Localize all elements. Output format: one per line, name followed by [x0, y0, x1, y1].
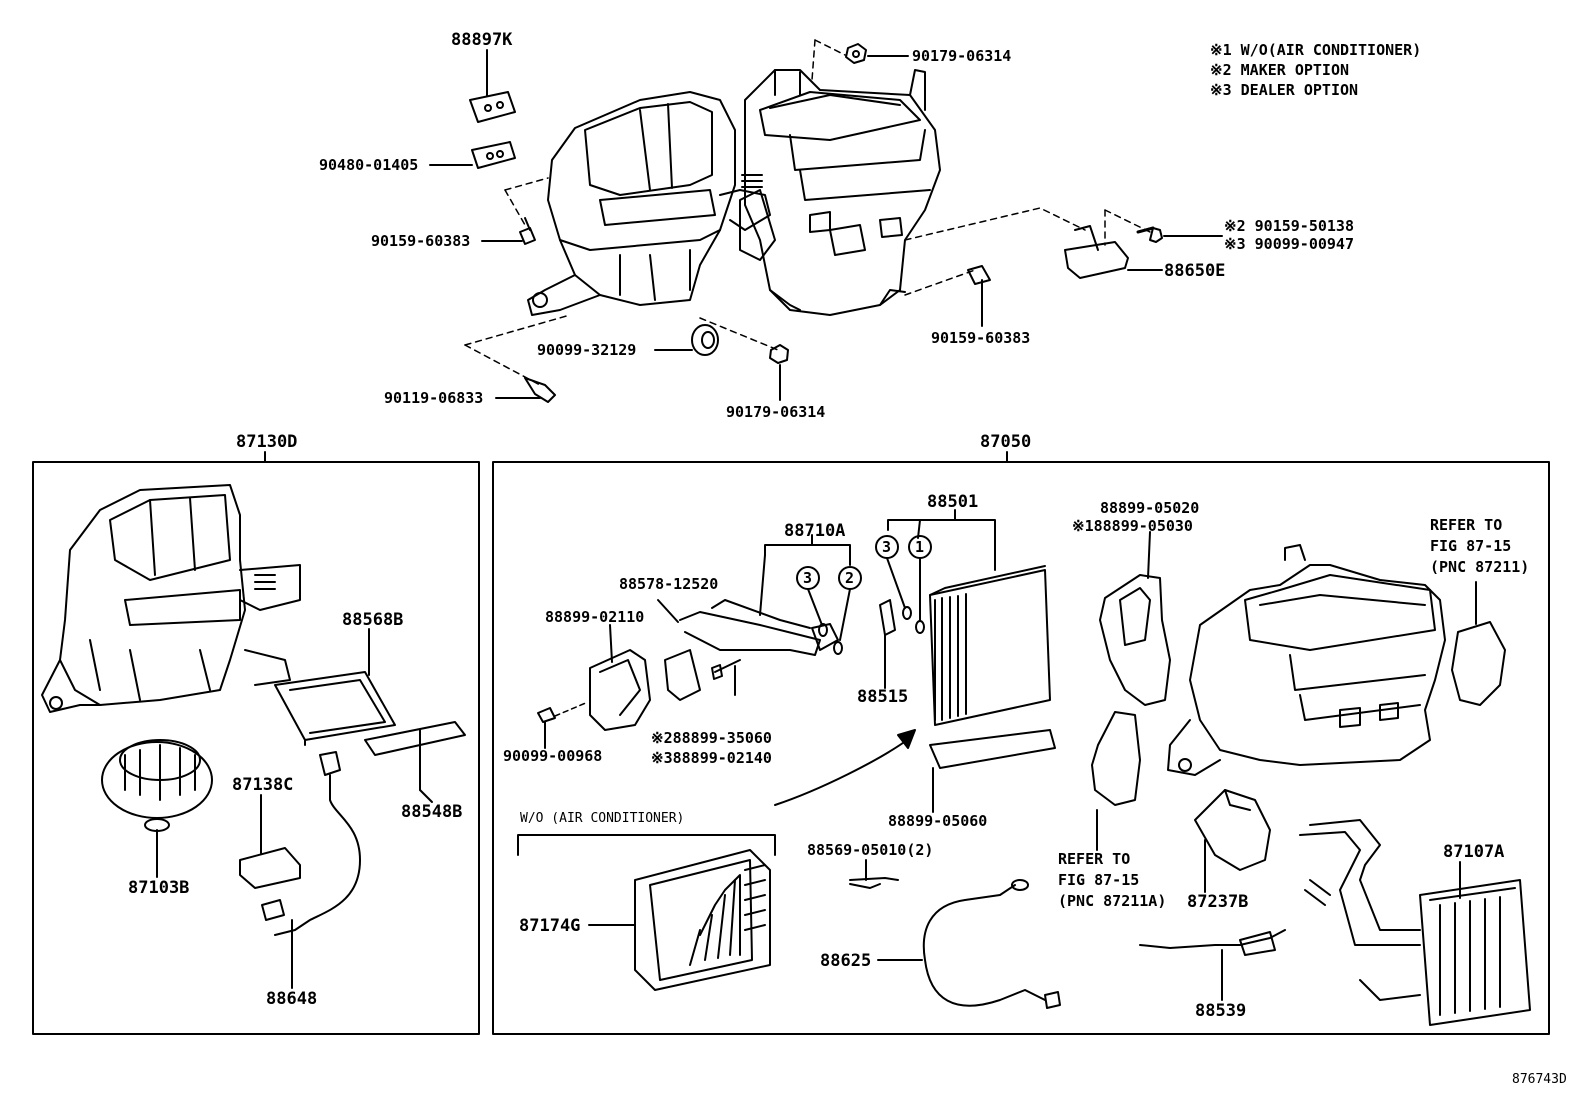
part-label-88515: 88515 — [857, 687, 909, 707]
part-label-88899-05060: 88899-05060 — [888, 812, 988, 830]
refer-note-1-line3: (PNC 87211) — [1430, 558, 1530, 576]
part-label-88650E: 88650E — [1164, 261, 1226, 281]
part-label-88648: 88648 — [266, 989, 318, 1009]
part-label-88899-02110: 88899-02110 — [545, 608, 645, 626]
refer-note-1-line1: REFER TO — [1430, 516, 1503, 534]
refer-note-2-line2: FIG 87-15 — [1058, 871, 1140, 889]
circled-number-1: 1 — [915, 538, 925, 556]
part-label-87174G: 87174G — [519, 916, 581, 936]
right-group-title: 87050 — [980, 432, 1032, 452]
part-label-88899-05030: ※188899-05030 — [1072, 517, 1193, 535]
note-3: ※3 DEALER OPTION — [1210, 81, 1359, 99]
circled-number-3-b: 3 — [803, 569, 813, 587]
part-label-88710A: 88710A — [784, 521, 846, 541]
part-label-87138C: 87138C — [232, 775, 294, 795]
refer-note-1-line2: FIG 87-15 — [1430, 537, 1512, 555]
part-label-90099-32129: 90099-32129 — [537, 341, 637, 359]
part-label-87107A: 87107A — [1443, 842, 1505, 862]
part-label-90480-01405: 90480-01405 — [319, 156, 419, 174]
part-label-90159-60383-right: 90159-60383 — [931, 329, 1031, 347]
part-label-88568B: 88568B — [342, 610, 404, 630]
note-2: ※2 MAKER OPTION — [1210, 61, 1349, 79]
part-label-88569-05010: 88569-05010(2) — [807, 841, 934, 859]
top-small-parts — [429, 39, 1223, 403]
part-label-88625: 88625 — [820, 951, 872, 971]
part-label-90099-00968: 90099-00968 — [503, 747, 603, 765]
part-label-87237B: 87237B — [1187, 892, 1249, 912]
part-label-90099-00947: ※3 90099-00947 — [1224, 235, 1354, 253]
part-label-88539: 88539 — [1195, 1001, 1247, 1021]
part-label-88899-35060: ※288899-35060 — [651, 729, 772, 747]
wo-ac-label: W/O (AIR CONDITIONER) — [520, 811, 685, 826]
right-group-frame — [492, 451, 1550, 1035]
part-label-90179-06314-top: 90179-06314 — [912, 47, 1012, 65]
left-group-parts — [41, 484, 466, 989]
part-label-88899-05020: 88899-05020 — [1100, 499, 1200, 517]
part-label-90159-60383-left: 90159-60383 — [371, 232, 471, 250]
circled-number-2: 2 — [845, 569, 855, 587]
note-1: ※1 W/O(AIR CONDITIONER) — [1210, 41, 1422, 59]
heater-unit-assembly — [527, 69, 941, 316]
part-label-88578-12520: 88578-12520 — [619, 575, 719, 593]
refer-note-2-line1: REFER TO — [1058, 850, 1131, 868]
circled-number-3-a: 3 — [882, 538, 892, 556]
refer-note-2-line3: (PNC 87211A) — [1058, 892, 1167, 910]
part-label-90179-06314-bottom: 90179-06314 — [726, 403, 826, 421]
part-label-90159-50138: ※2 90159-50138 — [1224, 217, 1354, 235]
part-label-90119-06833: 90119-06833 — [384, 389, 484, 407]
part-label-88501: 88501 — [927, 492, 979, 512]
left-group-frame — [32, 451, 480, 1035]
part-label-87103B: 87103B — [128, 878, 190, 898]
left-group-title: 87130D — [236, 432, 298, 452]
part-label-88548B: 88548B — [401, 802, 463, 822]
part-label-88897K: 88897K — [451, 30, 513, 50]
part-label-88899-02140: ※388899-02140 — [651, 749, 772, 767]
right-group-parts — [517, 509, 1531, 1026]
figure-id: 876743D — [1512, 1072, 1567, 1087]
